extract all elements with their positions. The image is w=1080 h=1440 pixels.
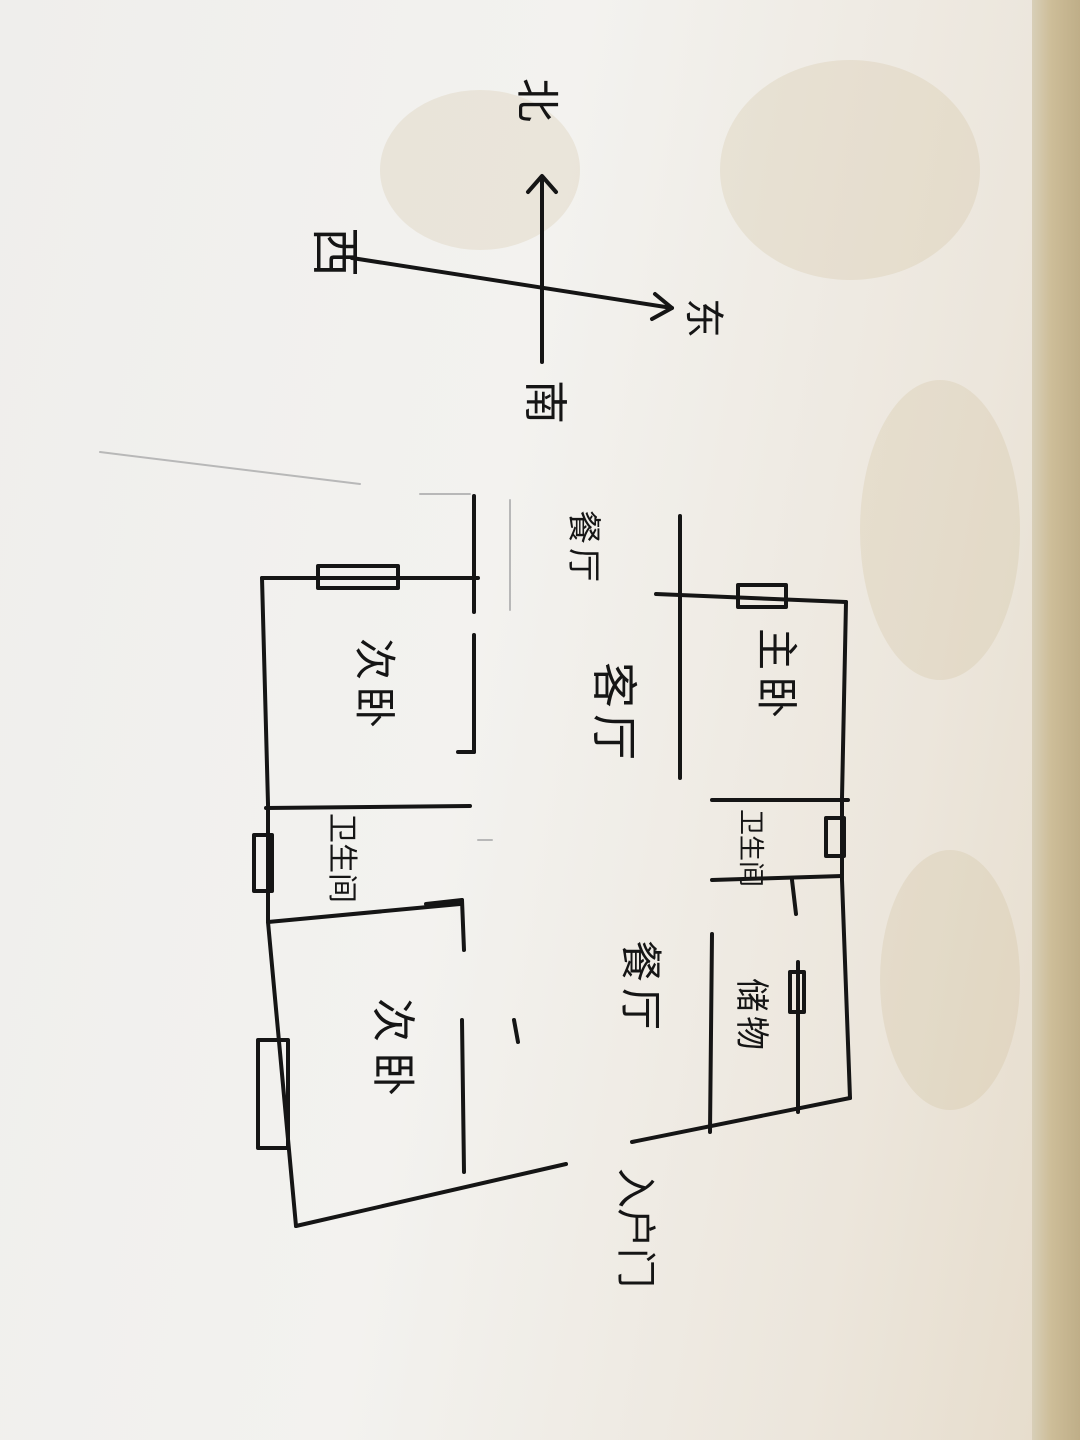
door-tick: [512, 1018, 520, 1044]
room-label-bathroom-right: 卫生间: [735, 809, 765, 887]
room-label-bedroom-top-right: 主卧: [752, 628, 801, 724]
compass-south-label: 南: [519, 380, 570, 424]
room-label-bedroom-bottom-left: 次卧: [367, 998, 418, 1106]
paper-stain: [880, 850, 1020, 1110]
room-label-hall: 餐厅: [616, 940, 665, 1036]
window-icon: [824, 816, 846, 858]
compass-east-arrow-icon: [650, 292, 674, 321]
pencil-marks: [99, 451, 511, 841]
room-label-storage: 储物: [731, 978, 771, 1054]
window-icon: [788, 970, 806, 1014]
compass-west-east-axis: [350, 256, 674, 310]
window-icon: [736, 583, 788, 609]
compass-north-arrow-icon: [526, 174, 558, 194]
wooden-table-edge: [1032, 0, 1080, 1440]
paper-stain: [860, 380, 1020, 680]
bathroom-left-walls: [264, 802, 472, 952]
bedroom-top-left-walls: [260, 494, 480, 806]
compass-north-label: 北: [511, 78, 562, 122]
bedroom-bottom-left-walls: [266, 920, 568, 1228]
bathroom-right-walls: [710, 798, 844, 916]
paper-stain: [380, 90, 580, 250]
compass-east-label: 东: [680, 298, 726, 338]
bedroom-top-right-walls: [654, 592, 850, 802]
compass-west-label: 西: [306, 227, 364, 277]
room-label-bedroom-top-left: 次卧: [350, 638, 399, 734]
paper-stain: [720, 60, 980, 280]
room-label-living: 客厅: [587, 662, 641, 766]
window-icon: [252, 833, 274, 893]
compass: [350, 174, 674, 364]
room-label-canteen: 餐厅: [563, 510, 603, 586]
hall-storage-walls: [630, 878, 852, 1144]
window-icon: [316, 564, 400, 590]
room-label-bathroom-left: 卫生间: [324, 813, 359, 903]
window-icon: [256, 1038, 290, 1150]
entrance-label: 入户门: [612, 1168, 658, 1288]
